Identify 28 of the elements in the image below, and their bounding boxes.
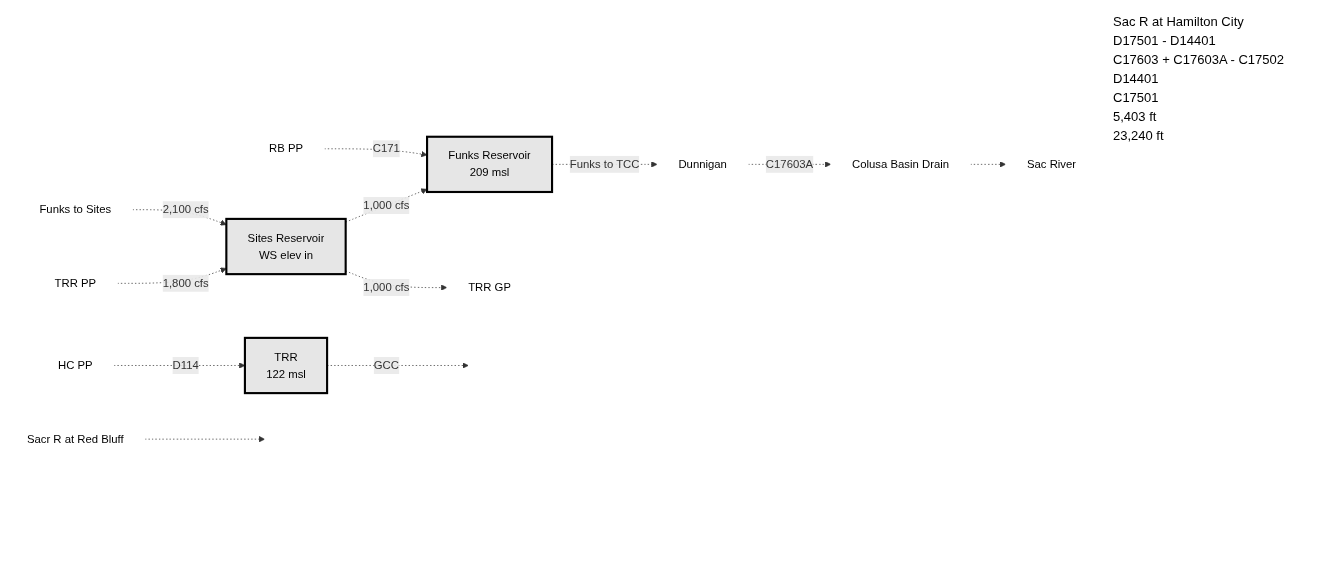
edge-label: 2,100 cfs (162, 202, 209, 215)
node-text: TRR PP (54, 276, 97, 289)
label-text: 5,403 ft (1113, 109, 1158, 124)
label-text: C17501 (1113, 90, 1160, 105)
label-text: Sac R at Hamilton City (1113, 14, 1245, 29)
edge-label: D114 (172, 358, 199, 371)
node-text: Funks to Sites (39, 202, 112, 215)
label-text: D14401 (1113, 71, 1160, 86)
node-text: Colusa Basin Drain (852, 157, 950, 170)
edge-label: GCC (373, 358, 399, 371)
node-text: RB PP (269, 141, 304, 154)
edge-label: C171 (372, 141, 400, 154)
node-text: Dunnigan (678, 157, 727, 170)
node-text: TRR GP (468, 280, 511, 293)
label-text: D17501 - D14401 (1113, 33, 1217, 48)
node-box: TRR 122 msl (243, 336, 329, 394)
label-text: C17603 + C17603A - C17502 (1113, 52, 1285, 67)
edge-label: Funks to TCC (569, 157, 640, 170)
edge-label: 1,000 cfs (363, 198, 410, 211)
node-text: Sac River (1026, 157, 1077, 170)
label-text: 23,240 ft (1113, 128, 1165, 143)
node-text: HC PP (57, 358, 93, 371)
edge-label: 1,800 cfs (162, 276, 209, 289)
edge-label: 1,000 cfs (363, 280, 410, 293)
edge-label: C17603A (765, 157, 814, 170)
node-box: Funks Reservoir 209 msl (426, 135, 554, 193)
node-box: Sites Reservoir WS elev in (225, 217, 347, 275)
node-text: Sacr R at Red Bluff (26, 432, 124, 445)
